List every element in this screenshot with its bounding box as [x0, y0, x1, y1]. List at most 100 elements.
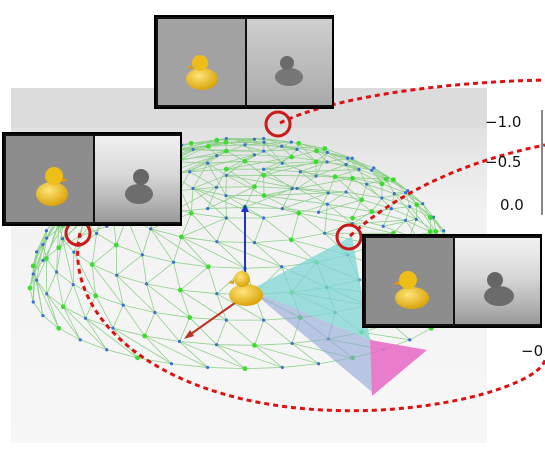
camera-frustum-cyan: [250, 236, 370, 340]
mesh-vertex: [169, 362, 174, 366]
mesh-edge: [58, 224, 63, 239]
mesh-vertex: [135, 355, 140, 361]
mesh-edge: [254, 343, 293, 346]
mesh-edge: [180, 289, 217, 295]
mesh-vertex: [404, 191, 408, 195]
mesh-edge: [173, 236, 182, 263]
mesh-edge: [216, 319, 227, 345]
mesh-vertex: [60, 237, 65, 241]
mesh-edge: [42, 315, 60, 329]
mesh-vertex: [313, 159, 319, 165]
mesh-edge: [191, 212, 227, 219]
mesh-edge: [112, 327, 172, 365]
mesh-edge: [36, 280, 60, 329]
mesh-edge: [225, 195, 299, 214]
mesh-vertex: [224, 136, 228, 141]
left-arrow-head: [184, 330, 194, 339]
mesh-edge: [179, 289, 191, 318]
mesh-vertex: [325, 202, 329, 206]
mesh-edge: [226, 174, 298, 189]
mesh-edge: [281, 146, 292, 158]
mesh-edge: [192, 174, 227, 189]
mesh-vertex: [214, 137, 220, 143]
mesh-vertex: [290, 341, 294, 346]
mesh-edge: [318, 192, 329, 213]
mesh-vertex: [261, 172, 267, 178]
mesh-edge: [180, 266, 209, 291]
mesh-edge: [73, 252, 97, 296]
mesh-edge: [300, 171, 329, 194]
camera-frustum-blue: [250, 290, 372, 392]
mesh-edge: [46, 224, 64, 239]
mesh-edge: [189, 317, 227, 321]
mesh-edge: [327, 152, 347, 165]
mesh-vertex: [298, 170, 302, 174]
mesh-edge: [36, 258, 47, 281]
mesh-edge: [296, 188, 328, 205]
mesh-edge: [381, 183, 406, 194]
mesh-vertex: [153, 310, 157, 315]
mesh-edge: [327, 176, 336, 194]
mesh-vertex: [427, 229, 433, 235]
mesh-vertex: [408, 338, 412, 342]
mesh-edge: [32, 265, 38, 281]
mesh-edge: [352, 177, 383, 199]
mesh-edge: [85, 317, 138, 359]
mesh-edge: [298, 142, 325, 149]
mesh-edge: [63, 306, 86, 319]
mesh-edge: [393, 179, 406, 194]
mesh-edge: [56, 271, 74, 285]
mesh-vertex: [115, 273, 119, 277]
mesh-vertex: [359, 197, 365, 203]
mesh-vertex: [191, 186, 195, 191]
mesh-edge: [180, 155, 217, 160]
mesh-edge: [91, 244, 117, 265]
mesh-vertex: [262, 136, 266, 141]
mesh-edge: [383, 218, 417, 227]
mesh-vertex: [433, 229, 439, 234]
mesh-edge: [181, 213, 192, 238]
rubber-duck-icon: [228, 271, 263, 306]
view-inset-right: [362, 234, 542, 328]
up-arrow-head: [241, 204, 249, 212]
mesh-edge: [244, 160, 264, 176]
mesh-edge: [371, 169, 394, 181]
mesh-vertex: [188, 210, 194, 216]
mesh-edge: [263, 138, 298, 150]
mesh-edge: [42, 238, 48, 261]
mesh-vertex: [144, 282, 149, 286]
mesh-vertex: [215, 240, 219, 244]
mesh-edge: [226, 150, 246, 162]
mesh-edge: [56, 238, 63, 273]
mesh-edge: [226, 138, 298, 150]
mesh-vertex: [344, 190, 348, 194]
mesh-vertex: [431, 215, 436, 219]
mesh-vertex: [383, 176, 389, 182]
mesh-edge: [327, 203, 353, 224]
mesh-vertex: [224, 216, 228, 220]
mesh-vertex: [357, 167, 361, 172]
mesh-edge: [254, 242, 317, 263]
mesh-vertex: [365, 182, 369, 186]
mesh-vertex: [391, 177, 396, 183]
mesh-edge: [263, 161, 317, 176]
mesh-edge: [282, 162, 317, 177]
mesh-vertex: [404, 218, 408, 222]
mesh-vertex: [149, 227, 153, 231]
mesh-edge: [216, 344, 255, 346]
mesh-edge: [328, 192, 362, 201]
mesh-edge: [373, 167, 383, 185]
mesh-vertex: [262, 140, 266, 144]
mesh-edge: [296, 188, 347, 193]
mesh-edge: [345, 191, 373, 212]
mesh-edge: [373, 167, 394, 181]
mesh-edge: [254, 242, 282, 268]
mesh-vertex: [188, 140, 194, 146]
mesh-vertex: [262, 216, 266, 220]
mesh-vertex: [191, 147, 195, 152]
mesh-edge: [300, 161, 328, 173]
mesh-edge: [327, 191, 347, 205]
mesh-vertex: [414, 217, 418, 221]
mesh-edge: [391, 208, 417, 220]
mesh-edge: [254, 239, 292, 244]
